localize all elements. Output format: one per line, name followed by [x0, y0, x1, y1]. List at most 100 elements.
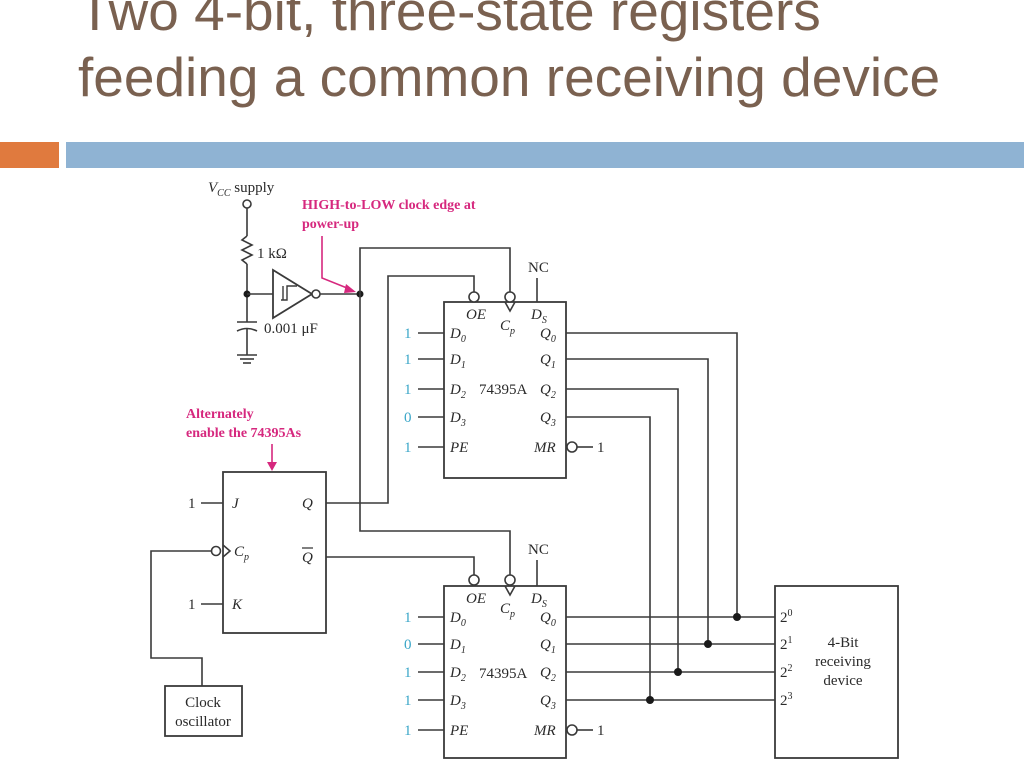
input-value-d1: 1	[404, 352, 412, 368]
receiver-label-line2: receiving	[815, 654, 871, 670]
register-1-oe-bubble	[468, 291, 480, 303]
input-value-d3: 1	[404, 693, 412, 709]
pin-label-d3: D3	[449, 693, 466, 712]
receiver-input-label: 21	[780, 635, 793, 653]
jk-annotation-line2: enable the 74395As	[186, 426, 302, 441]
clock-label-line2: oscillator	[175, 714, 231, 730]
k-input-value: 1	[188, 597, 196, 613]
schmitt-inverter-symbol	[272, 268, 314, 320]
pin-label-q0: Q0	[540, 610, 556, 629]
receiver-label-line3: device	[823, 673, 862, 689]
receiving-device: 4-Bit receiving device 20 21 22 23	[774, 585, 899, 759]
pin-label-q1: Q1	[540, 352, 556, 371]
register-1-oe-label: OE	[466, 307, 486, 323]
output-bus	[566, 332, 775, 704]
pin-label-d1: D1	[449, 352, 466, 371]
jk-cp-label: Cp	[234, 544, 249, 563]
input-value-d0: 1	[404, 610, 412, 626]
pin-label-d1: D1	[449, 637, 466, 656]
q-pin-label: Q	[302, 496, 313, 512]
register-2-ds-label: DS	[530, 591, 547, 610]
mr-value: 1	[597, 440, 605, 456]
k-pin-label: K	[231, 597, 243, 613]
register-1-cp-label: Cp	[500, 318, 515, 337]
j-pin-label: J	[232, 496, 240, 512]
register-2-box	[443, 585, 567, 759]
input-value-d3: 0	[404, 410, 412, 426]
pin-label-d3: D3	[449, 410, 466, 429]
pin-label-q1: Q1	[540, 637, 556, 656]
register-1-clock-edge-icon	[504, 301, 516, 313]
receiver-label-line1: 4-Bit	[828, 635, 860, 651]
register-2-oe-label: OE	[466, 591, 486, 607]
pin-label-d2: D2	[449, 382, 466, 401]
bus-junction	[733, 613, 741, 621]
capacitor-symbol	[236, 327, 258, 332]
pin-label-mr: MR	[533, 723, 556, 739]
resistor-label: 1 kΩ	[257, 246, 287, 262]
accent-bar-orange	[0, 142, 59, 168]
receiver-input-label: 20	[780, 608, 793, 626]
power-up-circuit: VCC supply 1 kΩ 0.001 μF HIGH-to-LOW clo…	[208, 180, 476, 364]
pin-label-q2: Q2	[540, 665, 556, 684]
power-up-annotation-line1: HIGH-to-LOW clock edge at	[302, 198, 476, 213]
accent-bar-blue	[66, 142, 1024, 168]
j-input-value: 1	[188, 496, 196, 512]
pin-label-d0: D0	[449, 610, 466, 629]
bus-line-q1	[566, 358, 709, 644]
register-2-clock-edge-icon	[504, 585, 516, 597]
clock-label-line1: Clock	[185, 695, 221, 711]
clock-oscillator-box	[164, 685, 243, 737]
pin-label-q0: Q0	[540, 326, 556, 345]
input-value-d0: 1	[404, 326, 412, 342]
pin-label-mr: MR	[533, 440, 556, 456]
register-2-cp-label: Cp	[500, 601, 515, 620]
receiver-input-label: 22	[780, 663, 793, 681]
bus-line-q3	[566, 416, 651, 700]
capacitor-label: 0.001 μF	[264, 321, 318, 337]
clock-wiring	[326, 247, 511, 575]
power-up-annotation-line2: power-up	[302, 217, 359, 232]
jk-annotation-arrow-icon	[267, 462, 277, 471]
bus-junction	[646, 696, 654, 704]
register-2-part-label: 74395A	[479, 666, 528, 682]
pin-label-q3: Q3	[540, 410, 556, 429]
pin-label-d2: D2	[449, 665, 466, 684]
bus-junction	[704, 640, 712, 648]
mr-value: 1	[597, 723, 605, 739]
register-1-part-label: 74395A	[479, 382, 528, 398]
jk-flipflop: Alternately enable the 74395As 1 J 1 K C…	[150, 407, 327, 686]
bus-line-q0	[566, 332, 738, 617]
slide-title: Two 4-bit, three-state registers feeding…	[78, 0, 941, 108]
jk-flipflop-box	[222, 471, 327, 634]
input-value-pe: 1	[404, 440, 412, 456]
vcc-label: VCC supply	[208, 180, 275, 199]
annotation-arrow-icon	[344, 284, 356, 293]
pin-label-d0: D0	[449, 326, 466, 345]
input-value-d2: 1	[404, 665, 412, 681]
pin-label-q2: Q2	[540, 382, 556, 401]
bus-line-q2	[566, 388, 679, 672]
register-1-nc-label: NC	[528, 260, 549, 276]
bus-junction	[674, 668, 682, 676]
register-2-oe-bubble	[468, 574, 480, 586]
register-1-ds-label: DS	[530, 307, 547, 326]
clock-oscillator: Clock oscillator	[164, 685, 243, 737]
receiver-input-label: 23	[780, 691, 793, 709]
input-value-d1: 0	[404, 637, 412, 653]
jk-annotation-line1: Alternately	[186, 407, 254, 422]
jk-clock-edge-icon	[222, 544, 232, 558]
qbar-pin-label: Q	[302, 550, 313, 566]
vcc-terminal	[242, 199, 252, 209]
pin-label-pe: PE	[449, 723, 468, 739]
input-value-pe: 1	[404, 723, 412, 739]
register-2-nc-label: NC	[528, 542, 549, 558]
register-1-box	[443, 301, 567, 479]
input-value-d2: 1	[404, 382, 412, 398]
hysteresis-icon	[281, 285, 297, 301]
pin-label-q3: Q3	[540, 693, 556, 712]
pin-label-pe: PE	[449, 440, 468, 456]
